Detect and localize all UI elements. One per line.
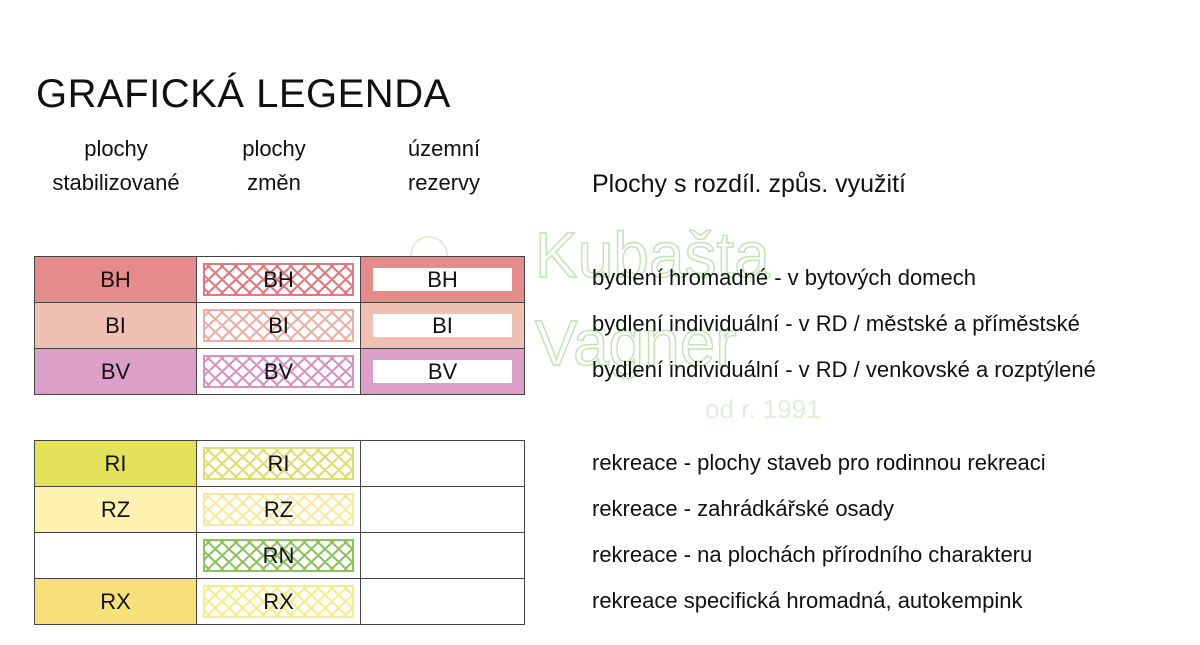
swatch-change-code: RI	[267, 450, 290, 476]
swatch-change: RN	[197, 533, 361, 578]
watermark-line3: od r. 1991	[705, 394, 821, 424]
hatch-pattern	[205, 587, 352, 616]
legend-row: BV BV BV	[35, 349, 525, 395]
column-header-changes: plochy změn	[196, 132, 352, 200]
swatch-reserve	[361, 579, 525, 624]
legend-group-recreation: RI RI RZ RZ RN RX RX	[34, 440, 525, 625]
swatch-stabilized-code: BH	[100, 266, 131, 292]
swatch-stabilized: RZ	[35, 487, 197, 532]
swatch-change: BV	[197, 349, 361, 394]
column-header-stabilized: plochy stabilizované	[18, 132, 214, 200]
desc-rx: rekreace specifická hromadná, autokempin…	[592, 588, 1023, 613]
swatch-change: RZ	[197, 487, 361, 532]
swatch-stabilized: BI	[35, 303, 197, 348]
column-header-changes-line1: plochy	[242, 136, 306, 161]
hatch-frame	[203, 447, 354, 480]
legend-row: RI RI	[35, 441, 525, 487]
swatch-reserve	[361, 487, 525, 532]
swatch-stabilized: BV	[35, 349, 197, 394]
swatch-change: RX	[197, 579, 361, 624]
column-header-stabilized-line1: plochy	[84, 136, 148, 161]
swatch-stabilized	[35, 533, 197, 578]
swatch-stabilized: RX	[35, 579, 197, 624]
swatch-change-code: RN	[262, 542, 295, 568]
legend-row: RX RX	[35, 579, 525, 625]
legend-row: BI BI BI	[35, 303, 525, 349]
swatch-change-code: BI	[268, 312, 289, 338]
hatch-pattern	[205, 357, 352, 386]
hatch-pattern	[205, 495, 352, 524]
legend-title: GRAFICKÁ LEGENDA	[36, 72, 451, 116]
desc-rz: rekreace - zahrádkářské osady	[592, 496, 895, 521]
column-header-changes-line2: změn	[247, 170, 301, 195]
swatch-reserve: BI	[361, 303, 525, 348]
swatch-stabilized-code: BV	[100, 358, 131, 384]
legend-group-housing: BH BH BH BI BI BI BV BV BV	[34, 256, 525, 395]
swatch-reserve-code: BI	[432, 312, 453, 338]
legend-row: RZ RZ	[35, 487, 525, 533]
hatch-pattern	[205, 265, 352, 294]
column-header-reserves-line2: rezervy	[407, 170, 481, 195]
hatch-frame	[203, 493, 354, 526]
reserve-inner-box	[373, 314, 512, 337]
desc-rn: rekreace - na plochách přírodního charak…	[592, 542, 1033, 567]
swatch-reserve: BH	[361, 257, 525, 302]
swatch-stabilized: RI	[35, 441, 197, 486]
swatch-reserve	[361, 533, 525, 578]
reserve-inner-box	[373, 268, 512, 291]
hatch-frame	[203, 585, 354, 618]
subheading: Plochy s rozdíl. způs. využití	[592, 170, 907, 198]
swatch-stabilized-code: RZ	[100, 496, 131, 522]
hatch-pattern	[205, 541, 352, 570]
swatch-reserve-code: BH	[427, 266, 458, 292]
hatch-frame	[203, 355, 354, 388]
swatch-stabilized-code: RI	[104, 450, 127, 476]
desc-bh: bydlení hromadné - v bytových domech	[592, 265, 976, 290]
swatch-reserve	[361, 441, 525, 486]
swatch-change: BH	[197, 257, 361, 302]
swatch-stabilized-code: BI	[105, 312, 126, 338]
legend-row: BH BH BH	[35, 257, 525, 303]
swatch-change-code: BH	[263, 266, 294, 292]
swatch-change-code: RX	[263, 588, 294, 614]
column-header-reserves-line1: územní	[407, 136, 481, 161]
hatch-frame	[203, 309, 354, 342]
swatch-change-code: BV	[263, 358, 294, 384]
swatch-reserve: BV	[361, 349, 525, 394]
desc-bv: bydlení individuální - v RD / venkovské …	[592, 357, 1096, 382]
column-header-reserves: územní rezervy	[362, 132, 526, 200]
hatch-frame	[203, 263, 354, 296]
hatch-pattern	[205, 449, 352, 478]
swatch-reserve-code: BV	[427, 358, 458, 384]
desc-ri: rekreace - plochy staveb pro rodinnou re…	[592, 450, 1046, 475]
swatch-stabilized-code: RX	[100, 588, 131, 614]
swatch-stabilized: BH	[35, 257, 197, 302]
hatch-frame	[203, 539, 354, 572]
column-header-stabilized-line2: stabilizované	[52, 170, 180, 195]
swatch-change: RI	[197, 441, 361, 486]
desc-bi: bydlení individuální - v RD / městské a …	[592, 311, 1080, 336]
legend-row: RN	[35, 533, 525, 579]
swatch-change-code: RZ	[263, 496, 294, 522]
hatch-pattern	[205, 311, 352, 340]
swatch-change: BI	[197, 303, 361, 348]
reserve-inner-box	[373, 360, 512, 383]
